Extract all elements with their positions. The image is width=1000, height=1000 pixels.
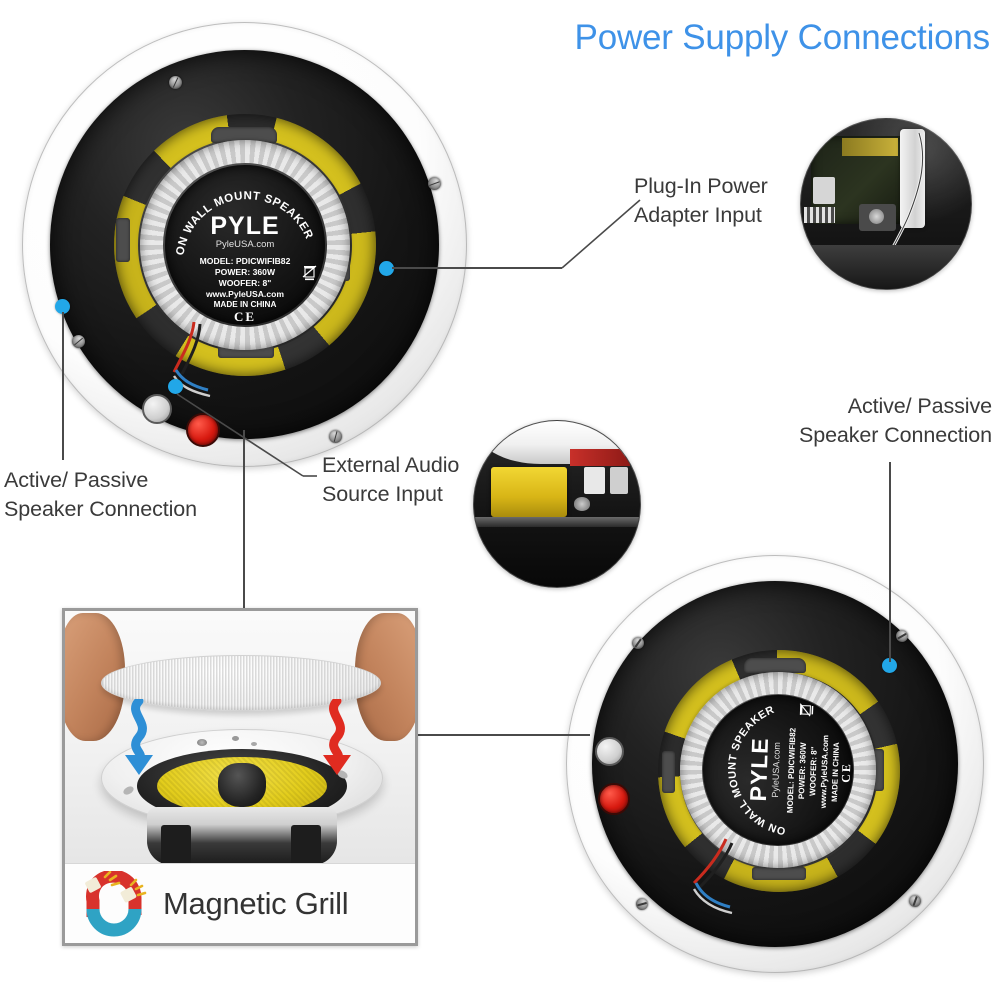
audio-source-port-photo: [473, 420, 641, 588]
callout-active-passive-left: Active/ Passive Speaker Connection: [4, 466, 197, 524]
basket-tab: [744, 658, 806, 673]
callout-dot-external-audio: [168, 379, 183, 394]
speaker-frame-edge: [801, 244, 971, 289]
speaker-wires: [172, 321, 211, 398]
callout-line-2: Speaker Connection: [4, 497, 198, 521]
terminal-block: [804, 207, 835, 223]
leader-line-active-passive-left: [62, 312, 64, 460]
weee-bin-icon: [302, 265, 317, 281]
basket-tab: [752, 867, 806, 880]
basket-tab: [211, 127, 277, 143]
label-website: www.PyleUSA.com: [205, 289, 284, 299]
label-brand: PYLE: [210, 212, 280, 240]
screw-icon: [251, 742, 257, 746]
label-model: MODEL: PDICWIFIB82: [199, 256, 291, 266]
power-jack: [869, 209, 885, 225]
board-component: [841, 137, 898, 157]
callout-line-2: Source Input: [322, 482, 443, 506]
magnet-assembly: [161, 825, 191, 863]
chassis-edge: [474, 517, 640, 528]
basket-tab: [116, 218, 130, 262]
board-connector: [812, 176, 835, 204]
leader-line-plug-in-power-diagonal: [561, 199, 641, 269]
arrow-down-red-icon: [323, 699, 351, 775]
label-origin: MADE IN CHINA: [213, 300, 277, 309]
connector-pin: [573, 497, 591, 511]
screw-icon: [232, 736, 239, 741]
arrow-down-blue-icon: [125, 699, 153, 775]
callout-dot-active-passive-right: [882, 658, 897, 673]
weee-bin-icon: [799, 703, 814, 717]
photo-area: [65, 611, 415, 863]
binding-post-white: [595, 737, 624, 766]
magnetic-grill-install-photo: Magnetic Grill: [62, 608, 418, 946]
leader-line-install-photo-top: [243, 430, 245, 608]
callout-line-1: Plug-In Power: [634, 174, 768, 198]
ce-mark-icon: CE: [233, 309, 257, 324]
speaker-rear-bottom-right: ON WALL MOUNT SPEAKER PYLE PyleUSA.com M…: [566, 555, 984, 973]
power-adapter-port-photo: [800, 118, 972, 290]
label-power: POWER: 360W: [214, 267, 276, 277]
center-tweeter: [218, 763, 266, 807]
speaker-spec-label: ON WALL MOUNT SPEAKER PYLE PyleUSA.com M…: [165, 165, 325, 325]
magnetic-grill-badge: Magnetic Grill: [65, 863, 415, 943]
magnet-icon: [85, 870, 147, 936]
speaker-wires: [692, 838, 734, 915]
basket-tab: [662, 751, 675, 793]
callout-line-2: Adapter Input: [634, 203, 762, 227]
binding-post-white: [142, 394, 172, 424]
callout-dot-active-passive-left: [55, 299, 70, 314]
callout-line-1: External Audio: [322, 453, 460, 477]
leader-line-external-audio: [176, 393, 317, 477]
screw-icon: [197, 739, 207, 746]
callout-active-passive-right: Active/ Passive Speaker Connection: [700, 392, 992, 450]
callout-line-1: Active/ Passive: [4, 468, 149, 492]
magnetic-grill-disc: [101, 655, 381, 711]
leader-line-install-photo-right: [418, 734, 590, 736]
magnetic-grill-label: Magnetic Grill: [163, 885, 349, 921]
speaker-rear-top-left: ON WALL MOUNT SPEAKER PYLE PyleUSA.com M…: [22, 22, 467, 467]
red-wire: [570, 449, 631, 466]
callout-line-1: Active/ Passive: [847, 394, 992, 418]
callout-line-2: Speaker Connection: [798, 423, 992, 447]
callout-plug-in-power: Plug-In Power Adapter Input: [634, 172, 768, 230]
callout-dot-plug-in-power: [379, 261, 394, 276]
audio-input-jack: [610, 467, 629, 495]
leader-line-active-passive-right: [889, 462, 891, 662]
binding-post-red: [598, 783, 630, 815]
audio-input-jack: [583, 467, 606, 495]
leader-line-plug-in-power: [392, 267, 562, 269]
page-title: Power Supply Connections: [574, 18, 991, 57]
label-brand-sub: PyleUSA.com: [215, 239, 275, 250]
transformer-component: [490, 467, 567, 518]
callout-external-audio: External Audio Source Input: [322, 451, 459, 509]
label-woofer: WOOFER: 8": [218, 278, 272, 288]
magnet-assembly: [291, 825, 321, 863]
